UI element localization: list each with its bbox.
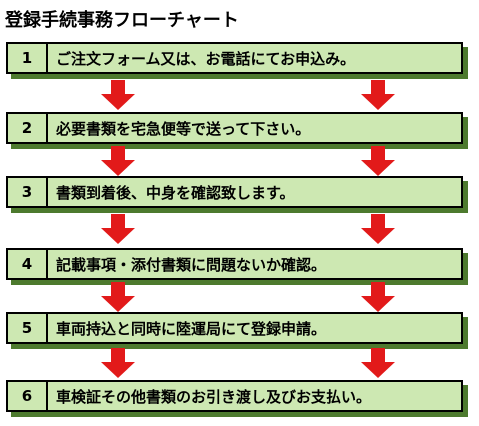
step-number: 1 [8,44,48,72]
step-number: 3 [8,178,48,206]
down-arrow-icon [101,80,135,110]
down-arrow-icon [361,282,395,312]
down-arrow-icon [361,348,395,378]
flow-step-4: 4 記載事項・添付書類に問題ないか確認。 [6,248,463,280]
down-arrow-icon [361,146,395,176]
down-arrow-icon [101,146,135,176]
step-text: 書類到着後、中身を確認致します。 [56,183,295,202]
flow-step-3: 3 書類到着後、中身を確認致します。 [6,176,463,208]
flow-step-2: 2 必要書類を宅急便等で送って下さい。 [6,112,463,144]
down-arrow-icon [101,214,135,244]
down-arrow-icon [361,80,395,110]
step-number: 4 [8,250,48,278]
down-arrow-icon [101,348,135,378]
down-arrow-icon [101,282,135,312]
step-text: 車両持込と同時に陸運局にて登録申請。 [56,319,327,338]
step-number: 6 [8,382,48,410]
step-text: 必要書類を宅急便等で送って下さい。 [56,119,311,138]
flow-step-1: 1 ご注文フォーム又は、お電話にてお申込み。 [6,42,463,74]
step-number: 5 [8,314,48,342]
flow-step-5: 5 車両持込と同時に陸運局にて登録申請。 [6,312,463,344]
step-number: 2 [8,114,48,142]
down-arrow-icon [361,214,395,244]
step-text: 車検証その他書類のお引き渡し及びお支払い。 [56,387,372,406]
step-text: 記載事項・添付書類に問題ないか確認。 [56,255,327,274]
step-text: ご注文フォーム又は、お電話にてお申込み。 [56,49,356,68]
flow-step-6: 6 車検証その他書類のお引き渡し及びお支払い。 [6,380,463,412]
page-title: 登録手続事務フローチャート [5,10,239,31]
